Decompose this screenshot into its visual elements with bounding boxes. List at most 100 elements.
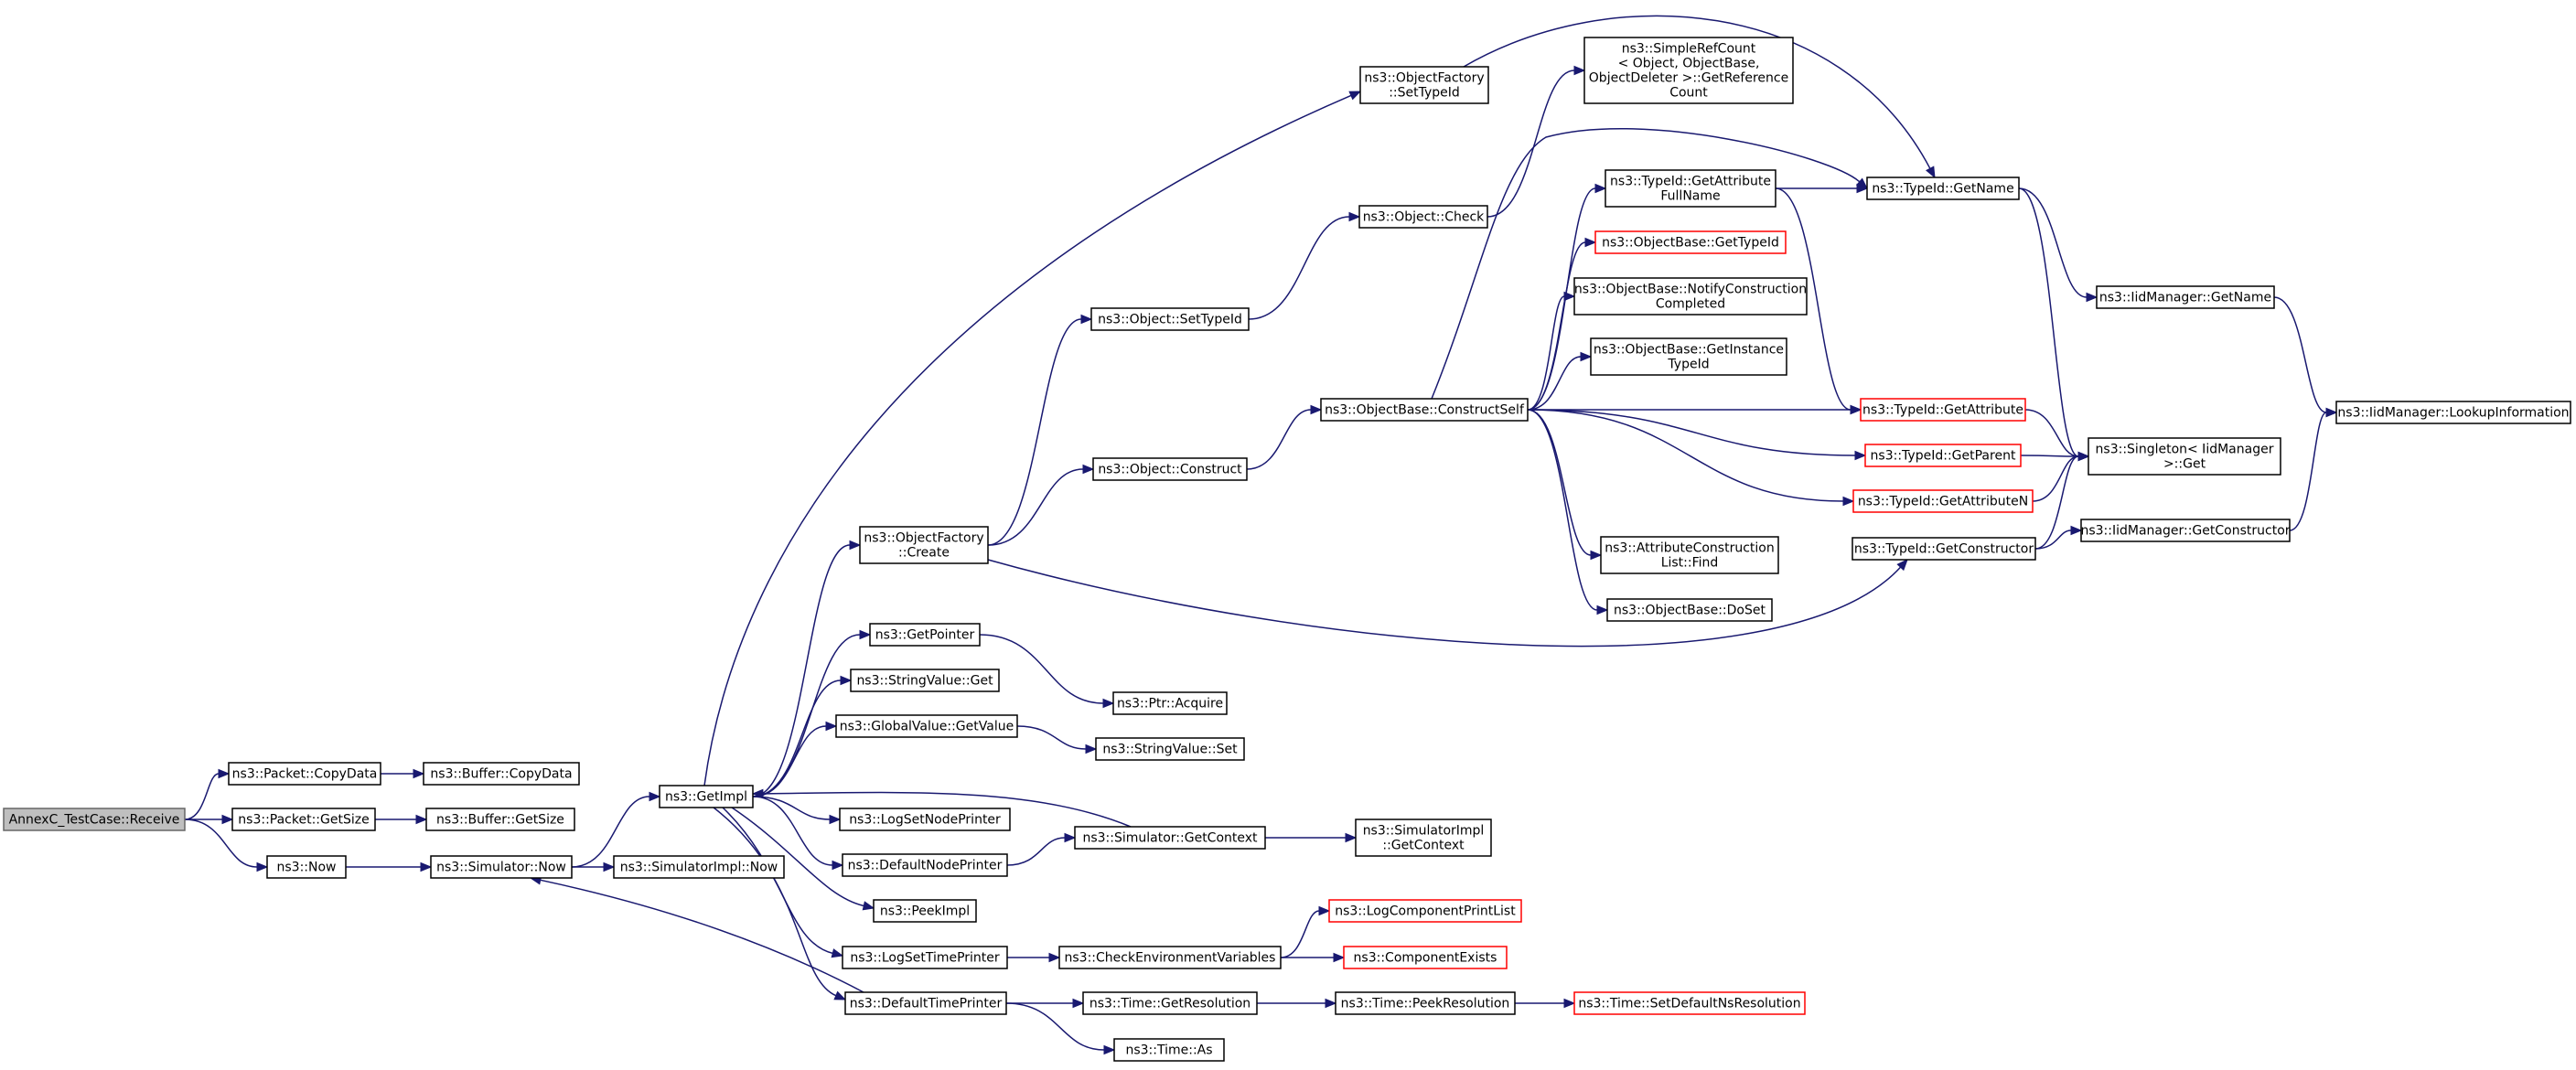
node-box[interactable] (1090, 307, 1250, 331)
node-box[interactable] (1320, 398, 1529, 422)
node-box[interactable] (1343, 946, 1508, 969)
node-box[interactable] (613, 855, 785, 879)
node-getimpl[interactable]: ns3::GetImpl (659, 785, 754, 808)
node-box[interactable] (2080, 519, 2291, 542)
node-box[interactable] (231, 808, 376, 831)
node-box[interactable] (1113, 1038, 1225, 1062)
node-box[interactable] (1355, 819, 1492, 857)
node-box[interactable] (2335, 401, 2571, 424)
node-box[interactable] (1335, 991, 1516, 1015)
node-box[interactable] (869, 623, 981, 647)
node-tid-getname[interactable]: ns3::TypeId::GetName (1866, 177, 2020, 200)
node-box[interactable] (873, 899, 977, 923)
node-peekimpl[interactable]: ns3::PeekImpl (873, 899, 977, 923)
node-box[interactable] (423, 762, 580, 786)
node-time-as[interactable]: ns3::Time::As (1113, 1038, 1225, 1062)
node-box[interactable] (1092, 457, 1248, 481)
node-box[interactable] (1866, 177, 2020, 200)
node-time-setdefns[interactable]: ns3::Time::SetDefaultNsResolution (1573, 991, 1806, 1015)
node-root[interactable]: AnnexC_TestCase::Receive (3, 808, 186, 831)
node-box[interactable] (2096, 285, 2275, 309)
node-tid-getconstructor[interactable]: ns3::TypeId::GetConstructor (1852, 537, 2036, 561)
node-box[interactable] (1074, 826, 1266, 850)
node-box[interactable] (844, 991, 1007, 1015)
node-ob-constructself[interactable]: ns3::ObjectBase::ConstructSelf (1320, 398, 1529, 422)
node-box[interactable] (1095, 737, 1245, 761)
node-box[interactable] (3, 808, 186, 831)
node-ob-notify[interactable]: ns3::ObjectBase::NotifyConstructionCompl… (1573, 277, 1808, 316)
node-logsettimeprinter[interactable]: ns3::LogSetTimePrinter (842, 946, 1008, 969)
node-obj-construct[interactable]: ns3::Object::Construct (1092, 457, 1248, 481)
node-packet-getsize[interactable]: ns3::Packet::GetSize (231, 808, 376, 831)
node-logsetnodeprinter[interactable]: ns3::LogSetNodePrinter (839, 808, 1011, 831)
node-obj-check[interactable]: ns3::Object::Check (1358, 205, 1488, 229)
node-box[interactable] (1852, 537, 2036, 561)
node-box[interactable] (1852, 489, 2034, 513)
node-box[interactable] (1583, 37, 1794, 104)
node-box[interactable] (430, 855, 573, 879)
node-time-peekres[interactable]: ns3::Time::PeekResolution (1335, 991, 1516, 1015)
node-of-settypeid[interactable]: ns3::ObjectFactory::SetTypeId (1359, 66, 1489, 104)
node-stringvalue-get[interactable]: ns3::StringValue::Get (850, 669, 1000, 692)
node-buffer-getsize[interactable]: ns3::Buffer::GetSize (425, 808, 575, 831)
node-box[interactable] (1112, 691, 1228, 715)
node-iid-getconstructor[interactable]: ns3::IidManager::GetConstructor (2080, 519, 2291, 542)
node-box[interactable] (1058, 946, 1282, 969)
node-box[interactable] (842, 853, 1008, 877)
node-sim-getcontext[interactable]: ns3::Simulator::GetContext (1074, 826, 1266, 850)
node-box[interactable] (1573, 991, 1806, 1015)
node-stringvalue-set[interactable]: ns3::StringValue::Set (1095, 737, 1245, 761)
node-box[interactable] (1594, 230, 1787, 254)
node-box[interactable] (1359, 66, 1489, 104)
node-box[interactable] (1864, 444, 2022, 467)
node-box[interactable] (266, 855, 347, 879)
node-getpointer[interactable]: ns3::GetPointer (869, 623, 981, 647)
node-time-getres[interactable]: ns3::Time::GetResolution (1082, 991, 1258, 1015)
node-tid-getparent[interactable]: ns3::TypeId::GetParent (1864, 444, 2022, 467)
node-iid-getname[interactable]: ns3::IidManager::GetName (2096, 285, 2275, 309)
node-box[interactable] (1605, 169, 1776, 208)
node-box[interactable] (839, 808, 1011, 831)
node-ob-doset[interactable]: ns3::ObjectBase::DoSet (1606, 598, 1773, 622)
node-box[interactable] (850, 669, 1000, 692)
node-box[interactable] (1606, 598, 1773, 622)
node-now[interactable]: ns3::Now (266, 855, 347, 879)
node-simimpl-now[interactable]: ns3::SimulatorImpl::Now (613, 855, 785, 879)
node-box[interactable] (859, 526, 989, 564)
node-box[interactable] (1860, 398, 2026, 422)
node-simplerefcount[interactable]: ns3::SimpleRefCount< Object, ObjectBase,… (1583, 37, 1794, 104)
node-tid-getattribute[interactable]: ns3::TypeId::GetAttribute (1860, 398, 2026, 422)
node-simimpl-getcontext[interactable]: ns3::SimulatorImpl::GetContext (1355, 819, 1492, 857)
node-defaultnodeprinter[interactable]: ns3::DefaultNodePrinter (842, 853, 1008, 877)
node-gv-getvalue[interactable]: ns3::GlobalValue::GetValue (835, 714, 1018, 738)
node-componentexists[interactable]: ns3::ComponentExists (1343, 946, 1508, 969)
node-box[interactable] (659, 785, 754, 808)
node-box[interactable] (1600, 536, 1779, 574)
node-box[interactable] (2088, 437, 2281, 476)
node-box[interactable] (835, 714, 1018, 738)
node-box[interactable] (1328, 899, 1522, 923)
node-of-create[interactable]: ns3::ObjectFactory::Create (859, 526, 989, 564)
node-buffer-copydata[interactable]: ns3::Buffer::CopyData (423, 762, 580, 786)
node-ptr-acquire[interactable]: ns3::Ptr::Acquire (1112, 691, 1228, 715)
node-box[interactable] (1082, 991, 1258, 1015)
node-box[interactable] (1573, 277, 1808, 316)
node-tid-getattributen[interactable]: ns3::TypeId::GetAttributeN (1852, 489, 2034, 513)
node-checkenv[interactable]: ns3::CheckEnvironmentVariables (1058, 946, 1282, 969)
node-iid-lookup[interactable]: ns3::IidManager::LookupInformation (2335, 401, 2571, 424)
node-sim-now[interactable]: ns3::Simulator::Now (430, 855, 573, 879)
node-obj-settypeid[interactable]: ns3::Object::SetTypeId (1090, 307, 1250, 331)
node-ob-gettypeid[interactable]: ns3::ObjectBase::GetTypeId (1594, 230, 1787, 254)
node-singleton-get[interactable]: ns3::Singleton< IidManager >::Get (2088, 437, 2281, 476)
node-packet-copydata[interactable]: ns3::Packet::CopyData (228, 762, 381, 786)
node-box[interactable] (228, 762, 381, 786)
node-box[interactable] (1358, 205, 1488, 229)
node-box[interactable] (1590, 337, 1787, 376)
node-defaulttimeprinter[interactable]: ns3::DefaultTimePrinter (844, 991, 1007, 1015)
node-box[interactable] (842, 946, 1008, 969)
node-logcompprintlist[interactable]: ns3::LogComponentPrintList (1328, 899, 1522, 923)
node-box[interactable] (425, 808, 575, 831)
